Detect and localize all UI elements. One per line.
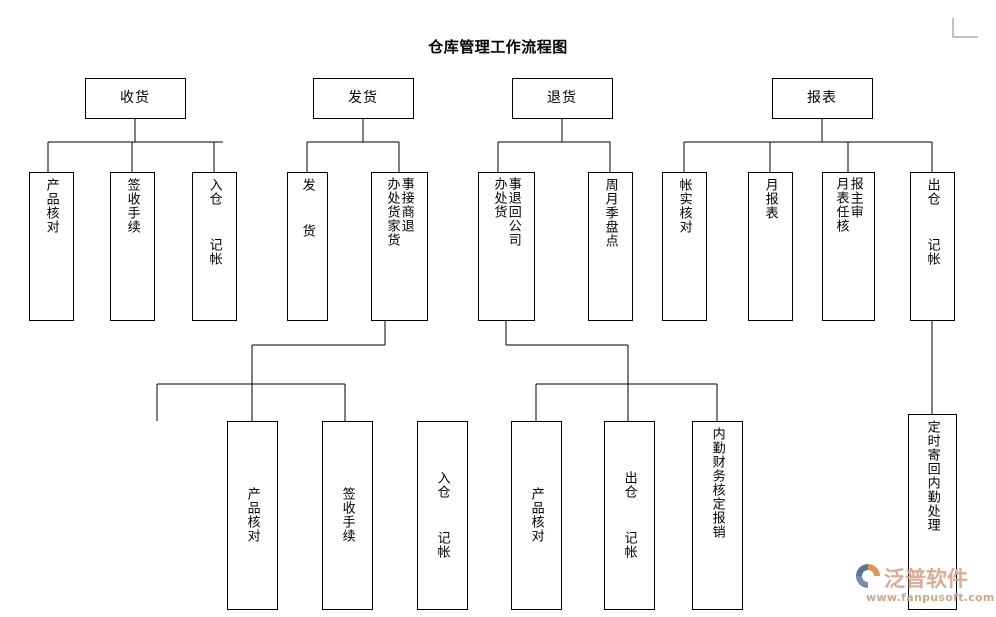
node-box-instore-1 [192,172,237,321]
node-box-report-approval [822,172,875,321]
node-label-merchant-return[interactable]: 事接商退 办处货家货 [371,172,427,320]
node-box-product-check-3 [511,421,562,610]
vertical-text-col-right: 报主审 [847,177,863,219]
vertical-text-col-left: 办处货家货 [384,177,400,247]
node-label-report-approval[interactable]: 报主审 月表任核 [822,172,874,320]
vertical-text-col-right: 事退回公司 [505,177,521,247]
fanpu-logo-icon [856,564,880,588]
node-box-signoff-2 [322,421,373,610]
node-box-return-company [478,172,535,321]
watermark-url: www.fanpusoft.com [866,591,995,604]
node-box-shipping [313,78,414,119]
node-box-merchant-return [371,172,428,321]
vertical-text-col-left: 月表任核 [833,177,849,233]
node-label-return-company[interactable]: 事退回公司 办处货 [478,172,534,320]
node-box-instore-2 [417,421,468,610]
vertical-text-col-left: 办处货 [491,177,507,219]
node-box-returns [512,78,613,119]
node-box-account-check [662,172,707,321]
vertical-text-col-right: 事接商退 [398,177,414,233]
node-box-reports [772,78,873,119]
node-box-product-check-2 [227,421,278,610]
page-corner-mark [952,18,978,38]
node-box-signoff-1 [110,172,155,321]
node-box-finance-reimburse [692,421,743,610]
node-box-stocktake [588,172,633,321]
node-box-product-check-1 [29,172,74,321]
page-title: 仓库管理工作流程图 [428,38,568,56]
node-box-outstore-2 [604,421,655,610]
node-box-outstore-report [910,172,955,321]
node-box-ship-goods [287,172,328,321]
node-box-monthly-report [748,172,793,321]
node-box-receiving [85,78,186,119]
node-box-mail-back [908,414,957,610]
watermark-brand: 泛普软件 [884,567,968,591]
